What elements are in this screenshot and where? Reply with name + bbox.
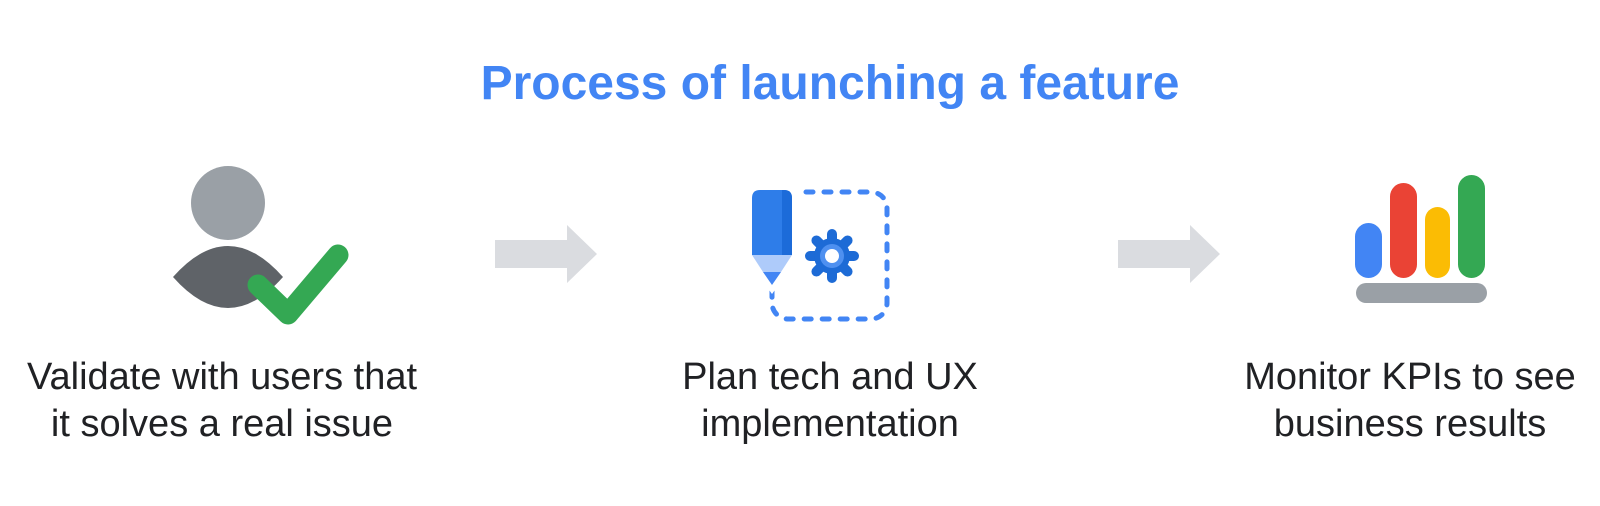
step-2-label-line-2: implementation bbox=[701, 403, 959, 445]
person-head bbox=[191, 166, 265, 240]
step-3-label-line-1: Monitor KPIs to see bbox=[1244, 356, 1576, 398]
pencil-gear-icon bbox=[745, 184, 890, 322]
step-2-label: Plan tech and UX implementation bbox=[628, 354, 1032, 448]
bar-yellow bbox=[1425, 207, 1450, 278]
arrow-shape bbox=[495, 225, 597, 283]
bar-chart-icon bbox=[1355, 175, 1487, 303]
arrow-right-icon bbox=[495, 225, 597, 283]
arrow-right-icon bbox=[1118, 225, 1220, 283]
step-2-label-line-1: Plan tech and UX bbox=[682, 356, 978, 398]
bar-base bbox=[1356, 283, 1487, 303]
pencil-body-shade bbox=[782, 190, 792, 255]
step-1-label: Validate with users that it solves a rea… bbox=[20, 354, 424, 448]
bar-green bbox=[1458, 175, 1485, 278]
gear-hole bbox=[825, 249, 839, 263]
step-3-label: Monitor KPIs to see business results bbox=[1208, 354, 1600, 448]
diagram-title: Process of launching a feature bbox=[480, 57, 1180, 110]
gear-icon bbox=[805, 229, 859, 283]
pencil-tip-point bbox=[763, 272, 781, 285]
pencil-tip-collar bbox=[752, 255, 792, 272]
bar-blue bbox=[1355, 223, 1382, 278]
step-3-label-line-2: business results bbox=[1273, 403, 1547, 445]
arrow-shape bbox=[1118, 225, 1220, 283]
step-1-label-line-1: Validate with users that bbox=[26, 356, 418, 398]
step-1-label-line-2: it solves a real issue bbox=[50, 403, 394, 445]
person-check-icon bbox=[173, 166, 349, 325]
check-mark-icon bbox=[247, 244, 349, 325]
bar-red bbox=[1390, 183, 1417, 278]
